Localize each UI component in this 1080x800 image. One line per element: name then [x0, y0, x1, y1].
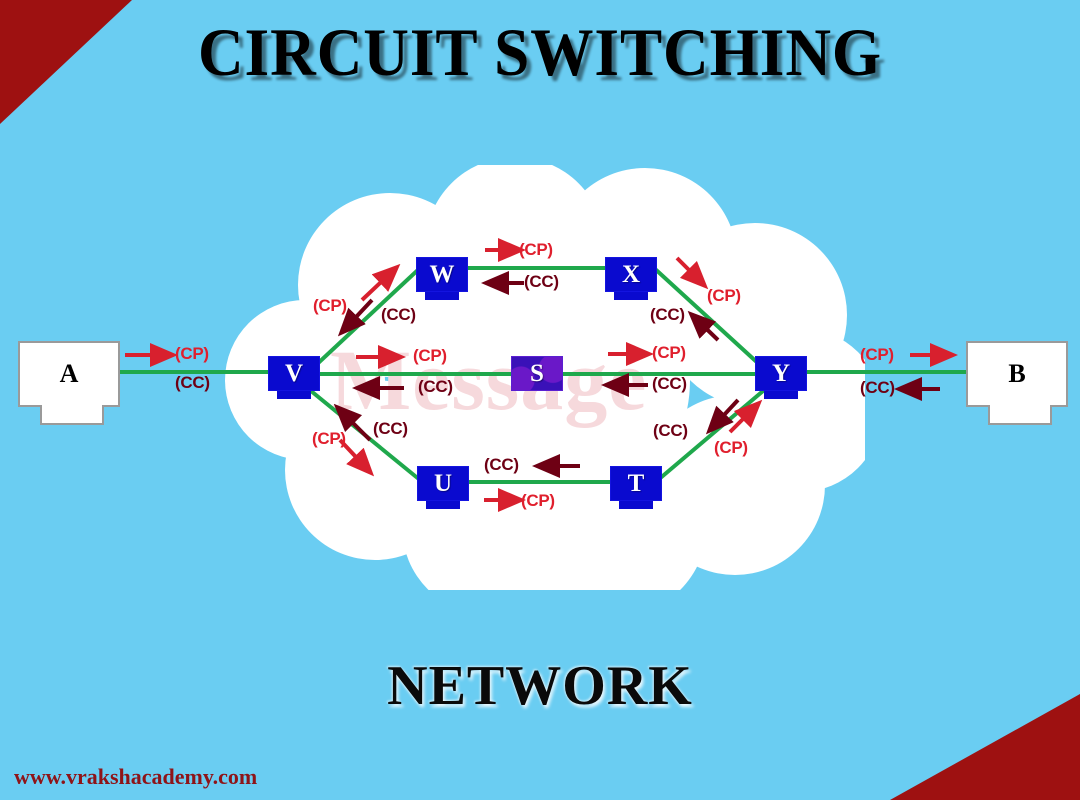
corner-decoration-bottom-right	[890, 694, 1080, 800]
node-x-label: X	[621, 261, 641, 288]
node-u[interactable]: U	[417, 466, 469, 509]
label-cp-t-y: (CP)	[714, 438, 748, 457]
node-x[interactable]: X	[605, 257, 657, 300]
label-cc-a-v: (CC)	[175, 373, 210, 392]
label-cp-x-y: (CP)	[707, 286, 741, 305]
node-u-base	[426, 501, 460, 509]
terminal-b[interactable]: B	[966, 341, 1068, 425]
arrow-cp-t-y	[728, 399, 763, 434]
node-x-base	[614, 292, 648, 300]
label-cc-v-u: (CC)	[373, 419, 408, 438]
node-y-label: Y	[771, 360, 791, 387]
label-cc-t-y: (CC)	[653, 421, 688, 440]
node-y-base	[764, 391, 798, 399]
label-cc-u-t: (CC)	[484, 455, 519, 474]
label-cp-w-x: (CP)	[519, 240, 553, 259]
node-t-base	[619, 501, 653, 509]
arrow-cc-x-y	[687, 310, 720, 342]
terminal-b-label: B	[1008, 359, 1026, 388]
label-cc-w-x: (CC)	[524, 272, 559, 291]
node-v[interactable]: V	[268, 356, 320, 399]
node-s[interactable]: S	[511, 356, 563, 391]
label-cp-u-t: (CP)	[521, 491, 555, 510]
node-v-base	[277, 391, 311, 399]
corner-decoration-top-left	[0, 0, 132, 124]
label-cc-x-y: (CC)	[650, 305, 685, 324]
page-title: CIRCUIT SWITCHING	[197, 14, 883, 90]
node-u-label: U	[433, 470, 453, 497]
label-cc-v-s: (CC)	[418, 377, 453, 396]
arrow-cp-v-u	[338, 438, 375, 477]
network-caption: NETWORK	[387, 655, 693, 717]
label-cp-v-u: (CP)	[312, 429, 346, 448]
node-v-label: V	[284, 360, 304, 387]
arrow-cc-t-y	[705, 398, 740, 435]
label-cp-a-v: (CP)	[175, 344, 209, 363]
node-w[interactable]: W	[416, 257, 468, 300]
label-cc-s-y: (CC)	[652, 374, 687, 393]
site-url: www.vrakshacademy.com	[14, 764, 258, 789]
node-w-label: W	[429, 261, 455, 288]
node-w-base	[425, 292, 459, 300]
arrow-cc-v-u	[333, 403, 372, 442]
terminal-b-stand	[988, 405, 1052, 425]
terminal-a-stand	[40, 405, 104, 425]
arrow-cp-v-w	[360, 263, 401, 302]
label-cp-v-w: (CP)	[313, 296, 347, 315]
label-cp-v-s: (CP)	[413, 346, 447, 365]
node-t[interactable]: T	[610, 466, 662, 509]
terminal-a[interactable]: A	[18, 341, 120, 425]
arrow-cp-x-y	[675, 256, 709, 290]
label-cp-s-y: (CP)	[652, 343, 686, 362]
node-t-label: T	[627, 470, 645, 497]
terminal-a-label: A	[59, 359, 79, 388]
label-cp-y-b: (CP)	[860, 345, 894, 364]
arrow-cc-v-w	[337, 298, 374, 337]
node-s-label: S	[530, 360, 544, 387]
label-cc-v-w: (CC)	[381, 305, 416, 324]
node-y[interactable]: Y	[755, 356, 807, 399]
label-cc-y-b: (CC)	[860, 378, 895, 397]
